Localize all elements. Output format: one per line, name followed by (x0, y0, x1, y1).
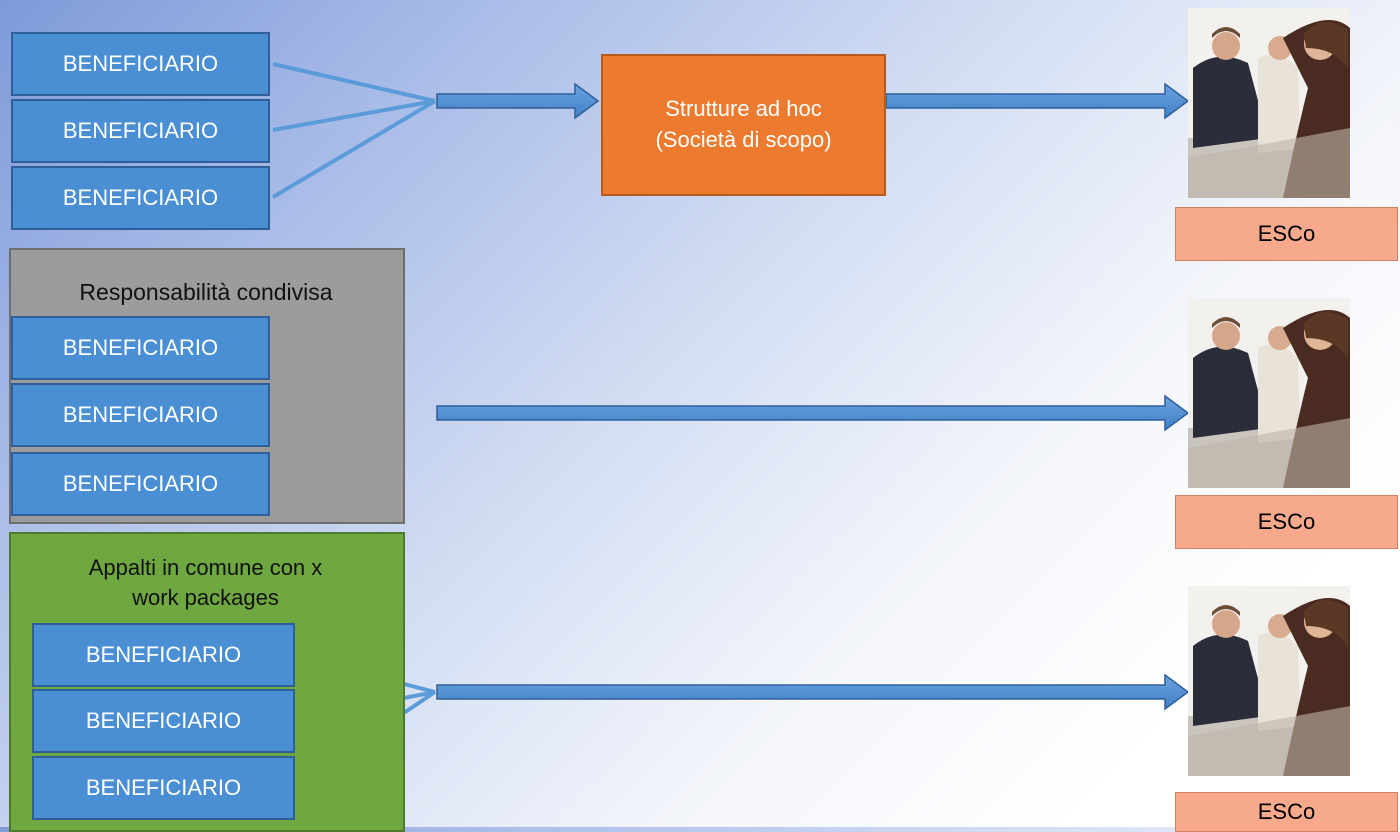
beneficiary-label: BENEFICIARIO (62, 51, 219, 76)
beneficiary-box: BENEFICIARIO (32, 623, 295, 687)
meeting-photo-image (1188, 586, 1350, 776)
esco-label: ESCo (1257, 509, 1316, 534)
fan-line (272, 99, 436, 132)
beneficiary-box: BENEFICIARIO (11, 166, 270, 230)
esco-label-box: ESCo (1175, 792, 1398, 832)
fan-line (272, 62, 436, 103)
beneficiary-box: BENEFICIARIO (11, 452, 270, 516)
beneficiary-box: BENEFICIARIO (32, 689, 295, 753)
arrow-hub-to-esco (885, 82, 1190, 120)
arrow-middle-to-esco (436, 394, 1190, 432)
beneficiary-label: BENEFICIARIO (85, 708, 242, 733)
esco-label: ESCo (1257, 799, 1316, 824)
arrow-to-hub (436, 82, 600, 120)
meeting-photo (1188, 8, 1350, 198)
beneficiary-box: BENEFICIARIO (11, 383, 270, 447)
esco-label-box: ESCo (1175, 207, 1398, 261)
group-title: Responsabilità condivisa (79, 279, 333, 305)
esco-label-box: ESCo (1175, 495, 1398, 549)
beneficiary-label: BENEFICIARIO (62, 402, 219, 427)
meeting-photo-image (1188, 298, 1350, 488)
meeting-photo (1188, 586, 1350, 776)
beneficiary-label: BENEFICIARIO (62, 471, 219, 496)
beneficiary-box: BENEFICIARIO (11, 316, 270, 380)
beneficiary-box: BENEFICIARIO (11, 99, 270, 163)
group-title: Appalti in comune con x work packages (88, 555, 323, 610)
fan-line (271, 99, 437, 199)
beneficiary-label: BENEFICIARIO (62, 185, 219, 210)
esco-label: ESCo (1257, 221, 1316, 246)
meeting-photo (1188, 298, 1350, 488)
arrow-bottom-to-esco (436, 673, 1190, 711)
hub-box: Strutture ad hoc (Società di scopo) (601, 54, 886, 196)
beneficiary-label: BENEFICIARIO (85, 642, 242, 667)
beneficiary-box: BENEFICIARIO (32, 756, 295, 820)
beneficiary-box: BENEFICIARIO (11, 32, 270, 96)
beneficiary-label: BENEFICIARIO (62, 335, 219, 360)
beneficiary-label: BENEFICIARIO (85, 775, 242, 800)
hub-label: Strutture ad hoc (Società di scopo) (655, 96, 832, 152)
beneficiary-label: BENEFICIARIO (62, 118, 219, 143)
meeting-photo-image (1188, 8, 1350, 198)
